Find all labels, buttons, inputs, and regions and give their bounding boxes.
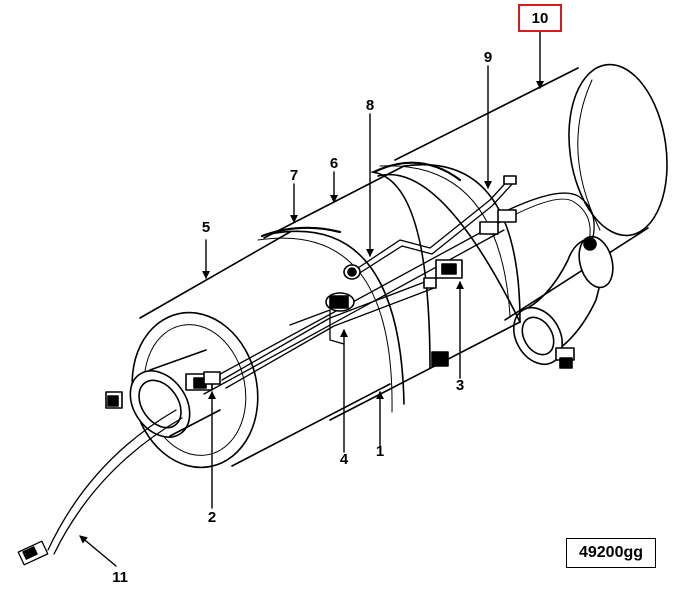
- band-clamps: [260, 161, 462, 367]
- callout-9: 9: [484, 49, 492, 66]
- callout-6: 6: [330, 155, 338, 172]
- callout-labels: 1 2 3 4 5 6 7 8 9 11: [112, 49, 492, 586]
- reference-code-box: 49200gg: [566, 538, 656, 568]
- leader-lines: [79, 31, 544, 567]
- callout-4: 4: [340, 451, 349, 468]
- callout-8: 8: [366, 97, 374, 114]
- callout-1: 1: [376, 443, 384, 460]
- callout-10: 10: [531, 9, 549, 27]
- reference-code: 49200gg: [578, 544, 644, 561]
- callout-7: 7: [290, 167, 298, 184]
- rear-canister: [394, 63, 668, 321]
- sensor-harness: [17, 175, 595, 566]
- callout-2: 2: [208, 509, 216, 526]
- outlet-elbow: [512, 235, 614, 369]
- callout-5: 5: [202, 219, 210, 236]
- highlight-box: [518, 4, 562, 32]
- callout-11: 11: [112, 569, 128, 586]
- callout-3: 3: [456, 377, 464, 394]
- sensors: [203, 175, 597, 385]
